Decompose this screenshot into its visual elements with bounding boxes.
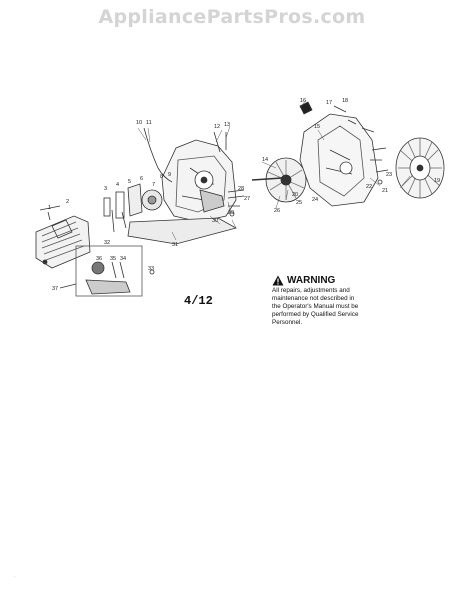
label-13: 13: [224, 122, 230, 128]
label-18: 18: [342, 98, 348, 104]
label-12: 12: [214, 124, 220, 130]
label-4: 4: [116, 182, 119, 188]
label-8: 8: [160, 174, 163, 180]
label-36: 36: [96, 256, 102, 262]
label-34: 34: [120, 256, 126, 262]
label-3: 3: [104, 186, 107, 192]
warning-line: performed by Qualified Service: [272, 311, 359, 318]
leader-lines: [137, 99, 411, 241]
label-23: 23: [386, 172, 392, 178]
label-29: 29: [228, 210, 234, 216]
label-28: 28: [238, 186, 244, 192]
warning-heading: WARNING: [287, 275, 336, 286]
warning-notice: WARNING All repairs, adjustments and mai…: [272, 275, 412, 327]
label-15: 15: [314, 124, 320, 130]
label-9: 9: [168, 172, 171, 178]
label-5: 5: [128, 179, 131, 185]
cable-fittings: [213, 131, 227, 153]
inset-screw: [149, 269, 155, 275]
housing-screws: [227, 189, 245, 217]
warning-body: All repairs, adjustments and maintenance…: [272, 287, 412, 327]
site-title: AppliancePartsPros.com: [98, 6, 366, 28]
throttle-cable: [143, 127, 173, 183]
label-19: 19: [434, 178, 440, 184]
carburetor-parts: [103, 183, 163, 233]
label-25: 25: [296, 200, 302, 206]
label-26: 26: [274, 208, 280, 214]
label-21: 21: [382, 188, 388, 194]
label-6: 6: [140, 176, 143, 182]
engine-housing: [161, 139, 237, 223]
corner-mark: ·: [14, 574, 16, 580]
label-16: 16: [300, 98, 306, 104]
base-plate: [127, 217, 238, 245]
label-17: 17: [326, 100, 332, 106]
part-number-labels: 1 2 3 4 5 6 7 8 9 10 11 12 13 14 15 16 1…: [48, 98, 440, 292]
label-37: 37: [52, 286, 58, 292]
warning-line: maintenance not described in: [272, 295, 355, 302]
filter-screw-parts: [39, 205, 61, 265]
label-20: 20: [292, 192, 298, 198]
label-14: 14: [262, 157, 268, 163]
spark-plug-parts: [299, 101, 375, 133]
blower-housing: [299, 113, 379, 207]
label-27: 27: [244, 196, 250, 202]
page-number: 4/12: [184, 294, 213, 308]
tube-inset-box: [75, 245, 143, 297]
inset-leader: [59, 283, 77, 289]
label-24: 24: [312, 197, 318, 203]
label-10: 10: [136, 120, 142, 126]
recoil-starter: [395, 137, 445, 199]
label-11: 11: [146, 120, 152, 126]
label-35: 35: [110, 256, 116, 262]
label-1: 1: [48, 205, 51, 211]
label-22: 22: [366, 184, 372, 190]
label-7: 7: [152, 182, 155, 188]
label-32: 32: [104, 240, 110, 246]
label-33: 33: [148, 266, 154, 272]
warning-line: Personnel.: [272, 319, 303, 326]
label-30: 30: [212, 218, 218, 224]
warning-line: the Operator's Manual must be: [272, 303, 359, 310]
warning-line: All repairs, adjustments and: [272, 287, 350, 294]
impeller-fan: [251, 157, 307, 203]
warning-triangle-icon: [272, 275, 284, 286]
air-filter-cover: [35, 215, 91, 269]
starter-hardware: [370, 147, 389, 185]
warning-heading-row: WARNING: [272, 275, 412, 286]
label-2: 2: [66, 199, 69, 205]
label-31: 31: [172, 242, 178, 248]
